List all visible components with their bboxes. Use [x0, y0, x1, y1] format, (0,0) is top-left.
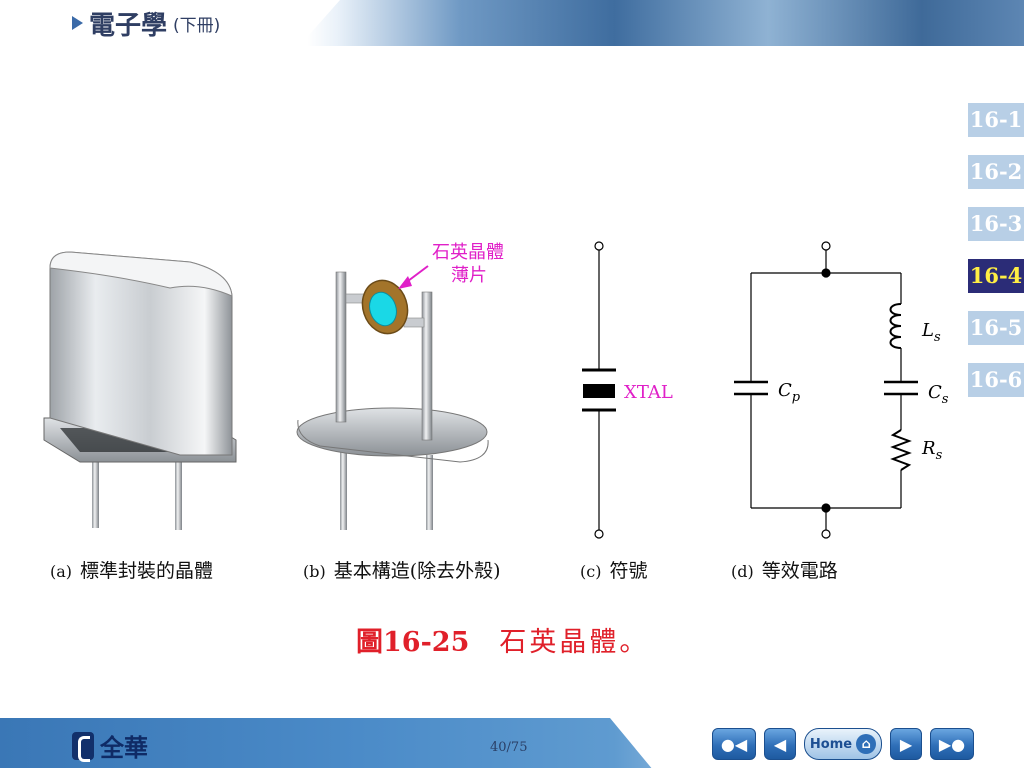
- section-16-5-button[interactable]: 16-5: [966, 311, 1024, 345]
- double-right-arrow-icon: ▶●: [938, 734, 966, 754]
- cs-label: Cs: [928, 382, 949, 407]
- home-button-label: Home: [809, 736, 853, 752]
- quartz-label-line2: 薄片: [451, 265, 487, 286]
- caption-a-text: 標準封裝的晶體: [80, 560, 214, 582]
- rs-label: Rs: [921, 438, 943, 463]
- xtal-symbol-drawing: [582, 241, 616, 539]
- section-16-3-button[interactable]: 16-3: [966, 207, 1024, 241]
- last-slide-button[interactable]: ▶●: [930, 728, 974, 760]
- book-title-sub: (下冊): [173, 15, 221, 36]
- section-nav: 16-1 16-2 16-3 16-4 16-5 16-6: [966, 103, 1024, 415]
- caption-b-tag: (b): [303, 562, 326, 581]
- caption-c: (c) 符號: [580, 556, 647, 583]
- page-number: 40/75: [490, 740, 528, 755]
- play-arrow-icon: [72, 16, 83, 30]
- caption-d-text: 等效電路: [761, 560, 838, 582]
- right-arrow-icon: ▶: [899, 734, 913, 754]
- book-title-main: 電子學: [89, 10, 168, 41]
- cp-label: Cp: [778, 380, 801, 405]
- left-arrow-icon: ◀: [773, 734, 787, 754]
- caption-b-text: 基本構造(除去外殼): [333, 560, 501, 582]
- figure-title: 圖16-25 石英晶體。: [356, 620, 649, 659]
- section-16-2-button[interactable]: 16-2: [966, 155, 1024, 189]
- xtal-label: XTAL: [624, 382, 673, 403]
- first-slide-button[interactable]: ●◀: [712, 728, 756, 760]
- section-16-6-button[interactable]: 16-6: [966, 363, 1024, 397]
- caption-c-tag: (c): [580, 562, 602, 581]
- figure-number: 圖16-25: [356, 627, 470, 658]
- home-button[interactable]: Home ⌂: [804, 728, 882, 760]
- quartz-label-line1: 石英晶體: [432, 242, 504, 263]
- publisher-logo-text: 全華: [100, 734, 148, 762]
- equivalent-circuit-drawing: [734, 241, 918, 539]
- caption-a-tag: (a): [50, 562, 73, 581]
- caption-c-text: 符號: [609, 560, 648, 582]
- double-left-arrow-icon: ●◀: [720, 734, 748, 754]
- home-icon: ⌂: [856, 734, 877, 754]
- figure-caption: 石英晶體。: [499, 627, 650, 658]
- crystal-structure-drawing: [296, 265, 489, 530]
- slide-navigation: ●◀ ◀ Home ⌂ ▶ ▶●: [712, 728, 974, 760]
- next-slide-button[interactable]: ▶: [890, 728, 922, 760]
- previous-slide-button[interactable]: ◀: [764, 728, 796, 760]
- publisher-logo: 全華: [72, 728, 148, 763]
- packaged-crystal-drawing: [43, 251, 237, 530]
- caption-d-tag: (d): [731, 562, 754, 581]
- header-swoosh: [0, 0, 340, 46]
- caption-a: (a) 標準封裝的晶體: [50, 556, 213, 583]
- book-title: 電子學 (下冊): [72, 8, 221, 41]
- header-banner: 電子學 (下冊): [0, 0, 1024, 46]
- section-16-4-button[interactable]: 16-4: [966, 259, 1024, 293]
- section-16-1-button[interactable]: 16-1: [966, 103, 1024, 137]
- caption-b: (b) 基本構造(除去外殼): [303, 556, 501, 583]
- caption-d: (d) 等效電路: [731, 556, 838, 583]
- ls-label: Ls: [921, 320, 941, 345]
- crystal-figure: 石英晶體 薄片 XTAL Cp Ls Cs: [43, 241, 949, 539]
- publisher-logo-icon: [72, 731, 94, 762]
